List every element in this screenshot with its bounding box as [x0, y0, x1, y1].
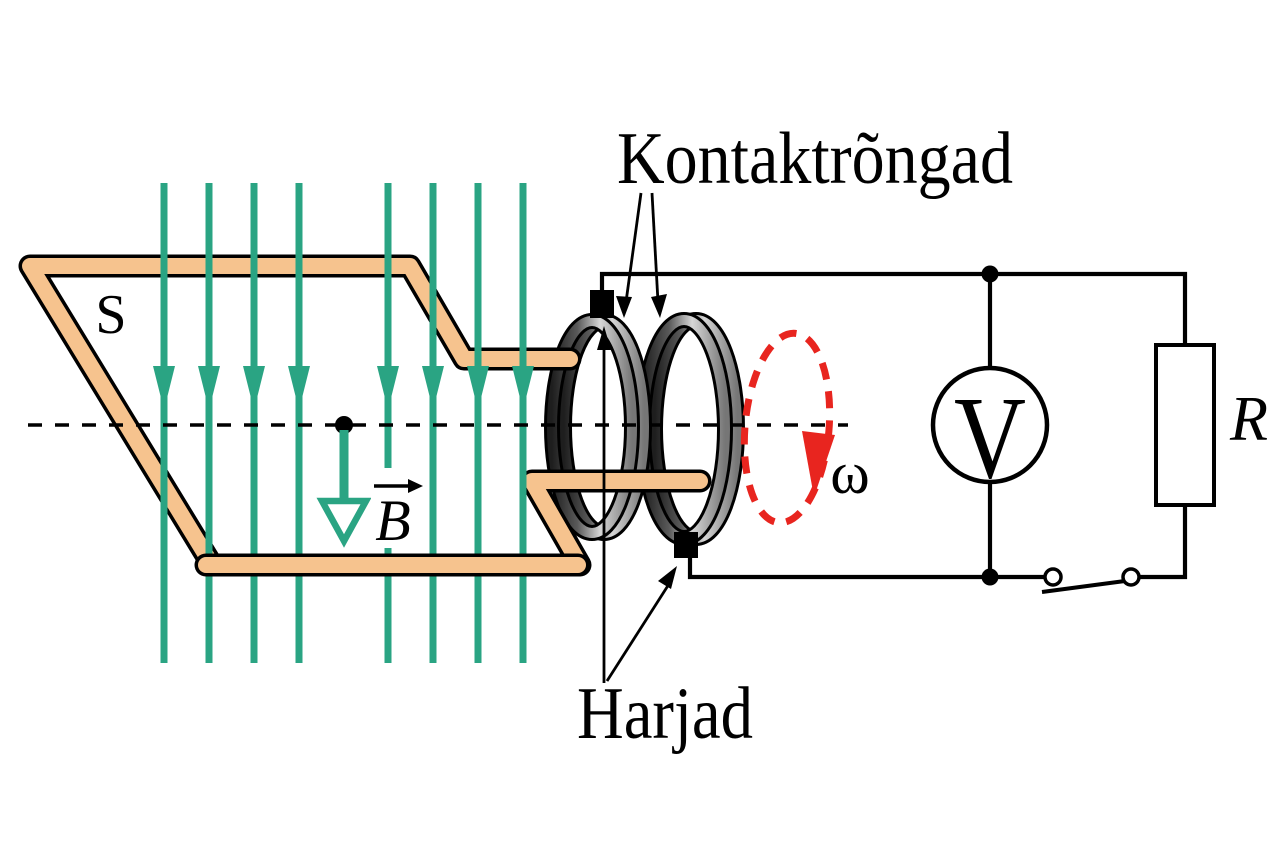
wire-bottom — [687, 554, 1045, 580]
contact-rings-label: Kontaktrõngad — [617, 118, 1013, 200]
b-label-background — [371, 468, 426, 548]
field-point-dot — [335, 416, 353, 434]
brush-contacts — [590, 290, 698, 558]
down-arrowhead — [377, 366, 399, 410]
resistor-label: R — [1229, 383, 1268, 454]
omega-label: ω — [830, 440, 870, 506]
coil-core — [22, 258, 708, 573]
b-vector — [316, 430, 372, 548]
down-arrowhead — [467, 366, 489, 410]
down-arrowhead — [422, 366, 444, 410]
rotation-axis — [28, 416, 848, 434]
rotation-indicator — [740, 329, 834, 527]
junction-dot-top — [981, 265, 999, 283]
rotation-arrow-group: ω — [802, 431, 870, 506]
switch-contact-right — [1121, 567, 1141, 587]
contact-rings-leader-right — [650, 192, 660, 303]
b-vector-open-arrowhead — [316, 497, 372, 548]
down-arrowhead — [153, 366, 175, 410]
junction-dot-bottom — [981, 568, 999, 586]
contact-rings-leader-left — [624, 192, 643, 303]
loop-area-label: S — [95, 284, 126, 346]
brush-top — [590, 290, 614, 318]
brushes-leader-diagonal — [605, 583, 671, 682]
down-arrowhead — [243, 366, 265, 410]
brush-bottom — [674, 532, 698, 558]
b-label-group: B — [371, 468, 426, 553]
annotation-arrows — [597, 192, 677, 683]
down-arrowhead — [198, 366, 220, 410]
leader-arrowhead — [658, 566, 677, 589]
voltmeter — [930, 365, 1050, 485]
switch-lever — [1041, 579, 1126, 594]
down-arrowhead — [512, 366, 534, 410]
slip-rings — [544, 312, 745, 546]
b-label-arrowhead — [408, 479, 423, 493]
coil-loop — [18, 254, 712, 577]
field-line-arrowheads — [153, 366, 534, 410]
rotation-dashed-ellipse — [740, 329, 834, 527]
leader-arrowhead — [616, 296, 632, 318]
b-label: B — [375, 488, 410, 553]
leader-arrowhead — [597, 326, 611, 350]
switch-contact-left — [1043, 567, 1063, 587]
down-arrowhead — [288, 366, 310, 410]
rotation-arrowhead — [802, 431, 835, 497]
resistor — [1154, 343, 1216, 507]
switch — [1041, 567, 1141, 594]
external-circuit: R V — [599, 265, 1268, 594]
leader-arrowhead — [651, 294, 667, 318]
voltmeter-label: V — [954, 372, 1026, 503]
field-lines — [160, 183, 527, 663]
brushes-label: Harjad — [577, 673, 753, 755]
wire-right-bottom — [1139, 505, 1188, 580]
wire-top — [599, 271, 1188, 345]
slip-ring-right — [635, 312, 745, 546]
